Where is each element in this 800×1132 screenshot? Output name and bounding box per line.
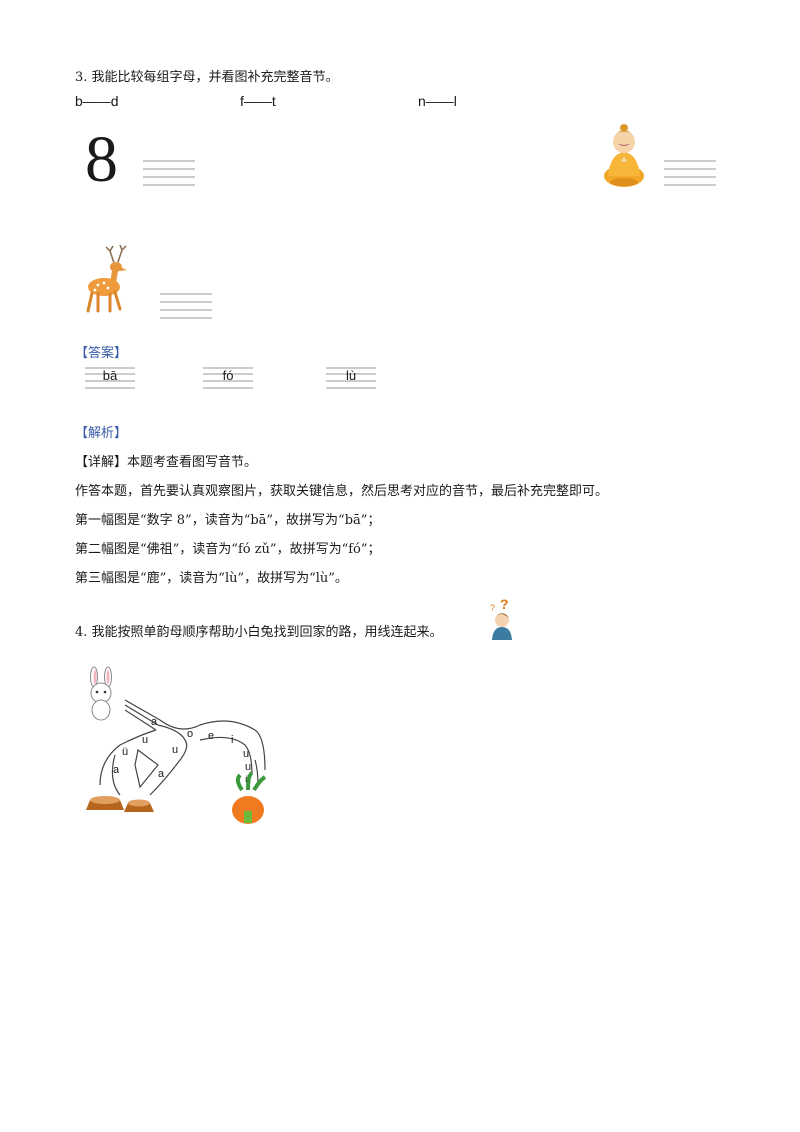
analysis-line-3: 第二幅图是“佛祖”，读音为“fó zǔ”，故拼写为“fó”； xyxy=(75,542,381,557)
svg-text:?: ? xyxy=(490,603,495,613)
maze-letter: u xyxy=(142,734,148,746)
analysis-line-2: 第一幅图是“数字 8”，读音为“bā”，故拼写为“bā”； xyxy=(75,513,381,528)
maze-letter: ü xyxy=(122,746,128,758)
maze-letter: u xyxy=(243,748,249,760)
answer-fo: fó xyxy=(222,368,234,383)
buddha-figure xyxy=(600,120,648,192)
q3-title: 3. 我能比较每组字母，并看图补充完整音节。 xyxy=(75,70,339,85)
maze-letter: a xyxy=(158,768,165,780)
maze-letter: e xyxy=(208,730,214,742)
maze-letter: i xyxy=(231,734,233,746)
thinking-child-icon: ? ? xyxy=(486,596,522,644)
maze-letter: a xyxy=(113,764,120,776)
number-eight-image: 8 xyxy=(85,123,118,196)
q4-title: 4. 我能按照单韵母顺序帮助小白兔找到回家的路，用线连起来。 xyxy=(75,625,443,640)
svg-text:?: ? xyxy=(500,596,509,612)
maze-letter: a xyxy=(151,716,158,728)
answer-ba: bā xyxy=(102,368,118,383)
analysis-line-4: 第三幅图是“鹿”，读音为“lù”，故拼写为“lù”。 xyxy=(75,571,348,586)
maze-letter: u xyxy=(245,761,251,773)
pinyin-writing-lines-1 xyxy=(143,160,195,186)
answer-box-1: bā xyxy=(85,367,135,389)
rabbit-icon xyxy=(90,666,112,721)
pinyin-writing-lines-2 xyxy=(664,160,716,186)
carrot-house-icon xyxy=(232,771,267,824)
pair-b-d: b——d xyxy=(75,93,119,109)
analysis-tag: 【解析】 xyxy=(75,426,128,441)
answer-lu: lù xyxy=(345,368,357,383)
tree-stump-icon xyxy=(86,796,124,810)
answer-tag: 【答案】 xyxy=(75,346,128,361)
analysis-detail: 【详解】本题考查看图写音节。 xyxy=(75,455,258,470)
deer-figure xyxy=(80,244,140,321)
answer-box-3: lù xyxy=(326,367,376,389)
pair-n-l: n——l xyxy=(418,93,457,109)
maze-letter: u xyxy=(172,744,178,756)
maze-letter: o xyxy=(187,728,193,740)
pair-f-t: f——t xyxy=(240,93,276,109)
pinyin-writing-lines-3 xyxy=(160,293,212,319)
tree-stump-icon xyxy=(124,799,154,812)
analysis-line-1: 作答本题，首先要认真观察图片，获取关键信息，然后思考对应的音节，最后补充完整即可… xyxy=(75,484,609,499)
rabbit-maze: a u ü a a u o e i u u ü xyxy=(80,665,280,834)
answer-box-2: fó xyxy=(203,367,253,389)
